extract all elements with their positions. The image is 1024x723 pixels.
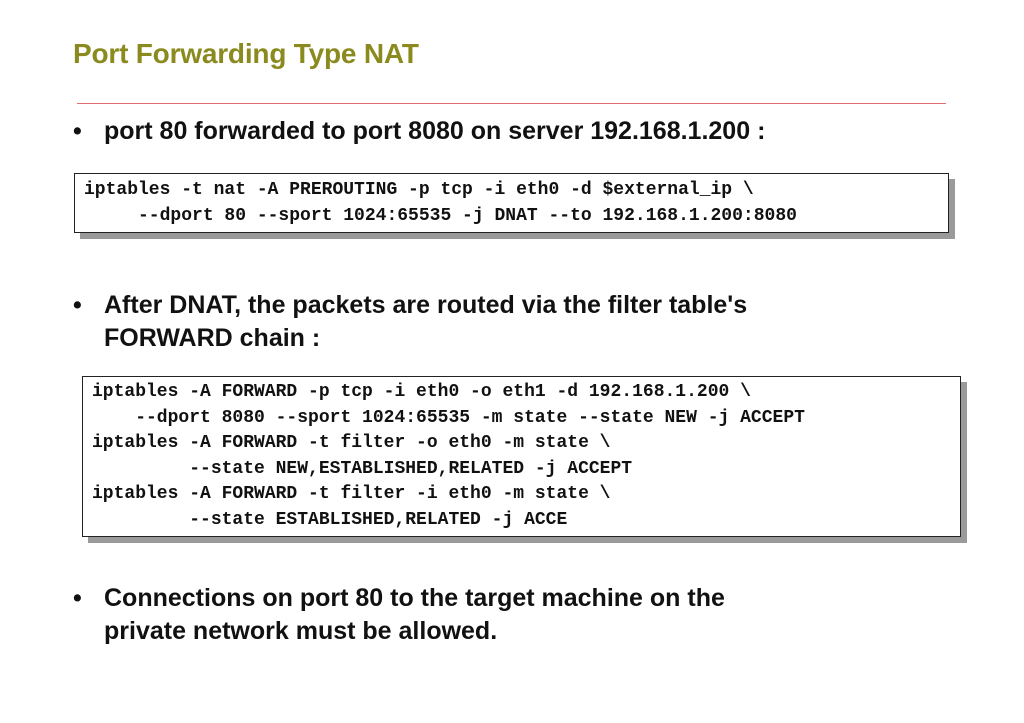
bullet-point-icon: • xyxy=(73,117,82,145)
code-line: iptables -t nat -A PREROUTING -p tcp -i … xyxy=(84,180,754,200)
slide-title: Port Forwarding Type NAT xyxy=(73,38,419,69)
bullet-line: Connections on port 80 to the target mac… xyxy=(104,584,725,612)
code-line: --state NEW,ESTABLISHED,RELATED -j ACCEP… xyxy=(92,458,633,479)
bullet-text: Connections on port 80 to the target mac… xyxy=(104,582,725,648)
bullet-point-icon: • xyxy=(73,291,82,319)
code-block-forward: iptables -A FORWARD -p tcp -i eth0 -o et… xyxy=(82,376,961,537)
code-line: --state ESTABLISHED,RELATED -j ACCE xyxy=(92,509,568,530)
code-line: --dport 8080 --sport 1024:65535 -m state… xyxy=(92,407,805,428)
bullet-line: port 80 forwarded to port 8080 on server… xyxy=(104,117,766,145)
bullet-line: private network must be allowed. xyxy=(104,617,498,645)
title-divider xyxy=(77,103,946,104)
bullet-point-icon: • xyxy=(73,584,82,612)
bullet-text: port 80 forwarded to port 8080 on server… xyxy=(104,115,765,148)
code-block-prerouting: iptables -t nat -A PREROUTING -p tcp -i … xyxy=(74,173,949,233)
code-line: --dport 80 --sport 1024:65535 -j DNAT --… xyxy=(84,205,797,226)
code-line: iptables -A FORWARD -t filter -o eth0 -m… xyxy=(92,433,611,453)
code-line: iptables -A FORWARD -p tcp -i eth0 -o et… xyxy=(92,382,751,402)
bullet-line: After DNAT, the packets are routed via t… xyxy=(104,291,748,319)
code-line: iptables -A FORWARD -t filter -i eth0 -m… xyxy=(92,484,611,504)
bullet-text: After DNAT, the packets are routed via t… xyxy=(104,289,747,355)
bullet-line: FORWARD chain : xyxy=(104,324,321,352)
